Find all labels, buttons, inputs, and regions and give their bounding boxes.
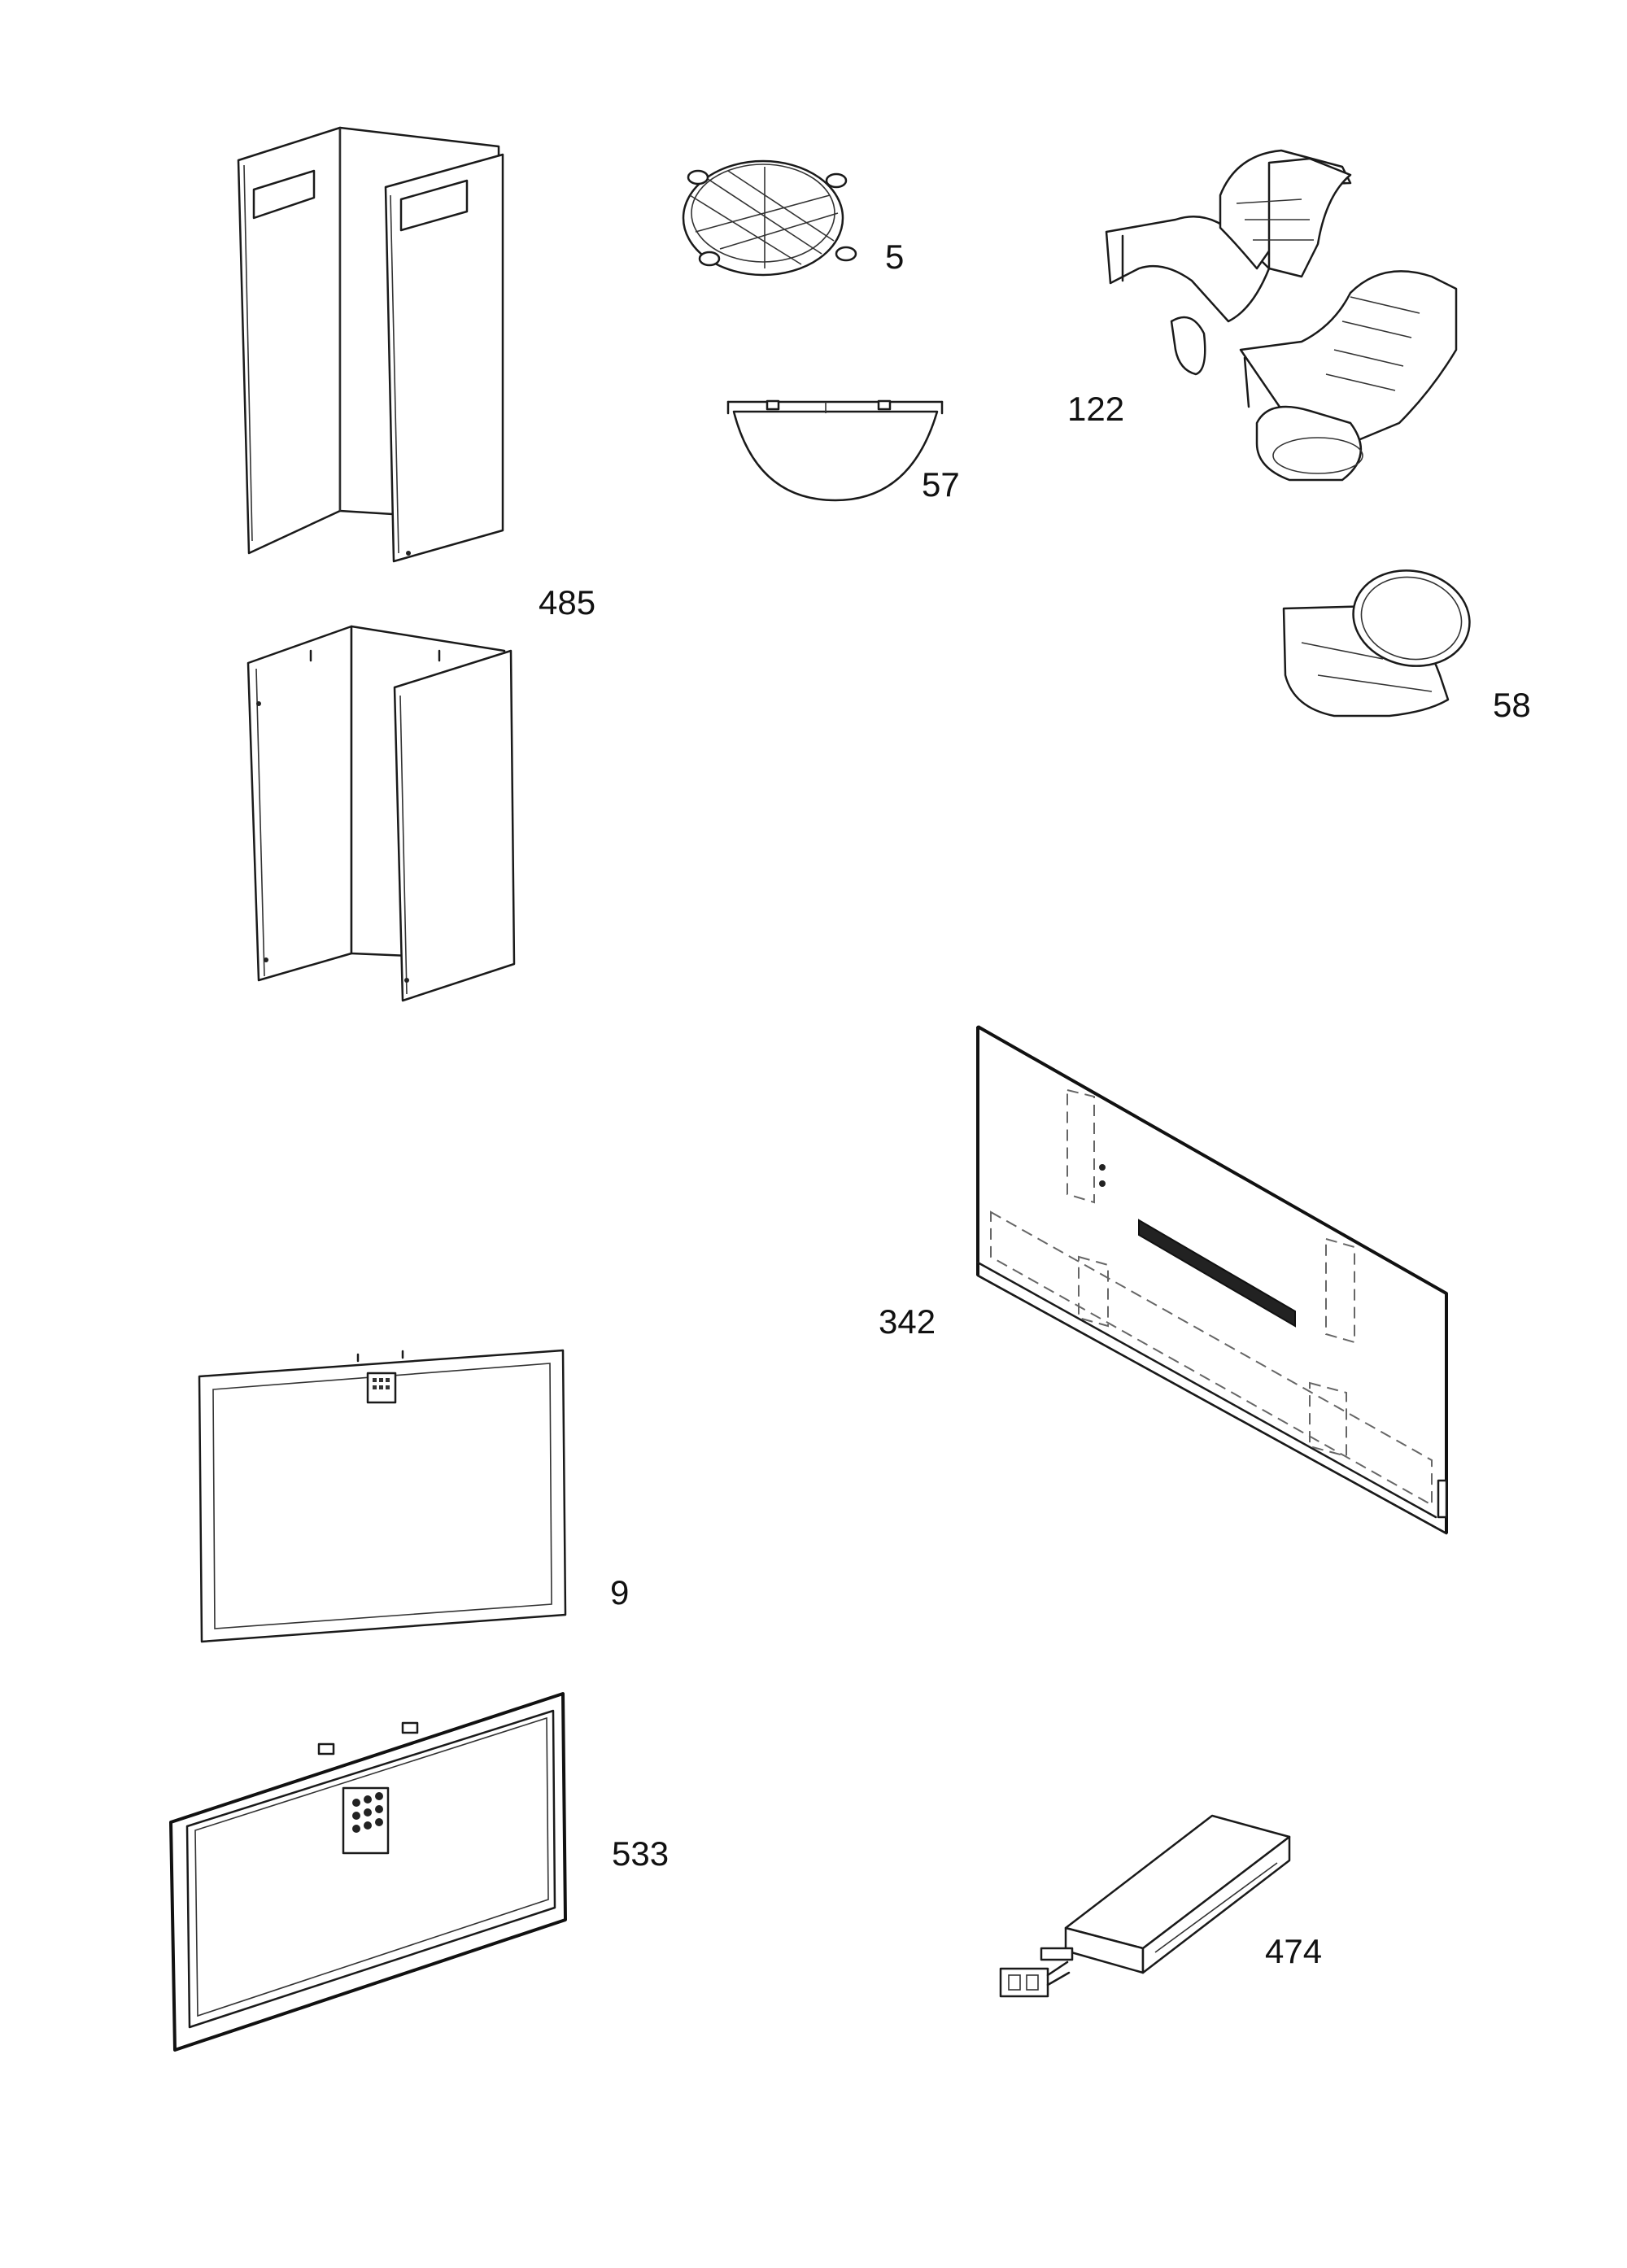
callout-485: 485 (539, 583, 596, 622)
callout-342: 342 (879, 1302, 936, 1341)
half-round-cover-icon (726, 399, 944, 502)
chimney-cover-upper-icon (237, 126, 504, 563)
led-module-icon (999, 1814, 1291, 1998)
callout-5: 5 (885, 238, 905, 276)
control-panel-icon (976, 1025, 1448, 1535)
callout-122: 122 (1067, 390, 1125, 428)
filter-frame-icon (169, 1692, 567, 2052)
chimney-cover-lower-icon (246, 625, 516, 1002)
callout-474: 474 (1265, 1932, 1323, 1970)
air-duct-icon (1105, 149, 1458, 482)
round-grille-icon (682, 159, 857, 277)
callout-9: 9 (610, 1573, 630, 1612)
callout-58: 58 (1493, 686, 1531, 724)
duct-collar-icon (1282, 569, 1471, 717)
grease-filter-icon (198, 1349, 567, 1643)
callout-533: 533 (612, 1834, 670, 1873)
callout-57: 57 (922, 465, 960, 504)
